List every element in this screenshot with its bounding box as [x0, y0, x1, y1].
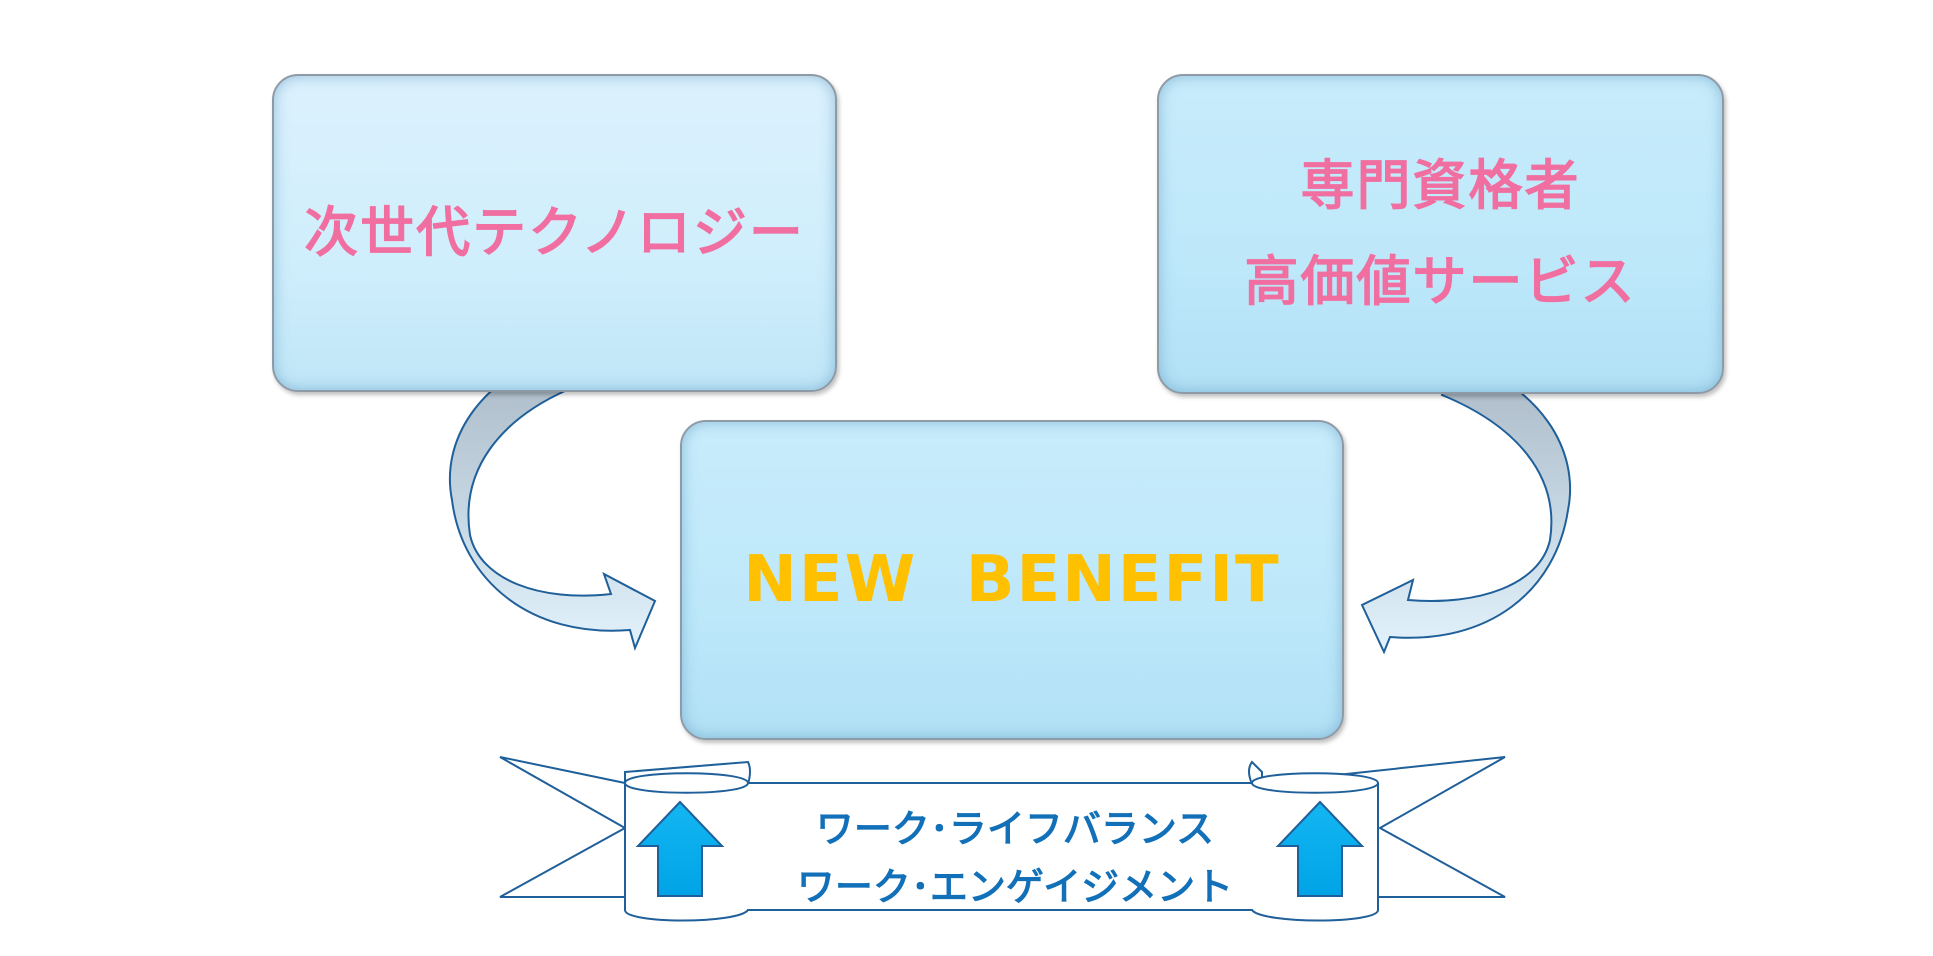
new-benefit-label: NEW BENEFIT: [743, 543, 1281, 617]
new-benefit-box: NEW BENEFIT: [680, 420, 1344, 740]
banner-text: ワーク･ライフバランス ワーク･エンゲイジメント: [720, 800, 1310, 916]
up-arrow-icon: [635, 800, 725, 897]
ribbon-body: [624, 772, 1379, 922]
banner-line-work-life-balance: ワーク･ライフバランス: [815, 807, 1215, 851]
curved-arrow-left-icon: [1360, 356, 1572, 655]
curved-arrow-right-icon: [448, 352, 657, 652]
professional-box: 専門資格者 高価値サービス: [1157, 74, 1724, 394]
professional-label-line1: 専門資格者: [1300, 154, 1581, 217]
technology-label: 次世代テクノロジー: [304, 201, 805, 264]
up-arrow-icon: [1275, 800, 1365, 897]
banner-line-work-engagement: ワーク･エンゲイジメント: [796, 865, 1234, 909]
ribbon-left-tail: [499, 756, 628, 898]
technology-box: 次世代テクノロジー: [272, 74, 837, 392]
professional-label-line2: 高価値サービス: [1244, 250, 1637, 313]
